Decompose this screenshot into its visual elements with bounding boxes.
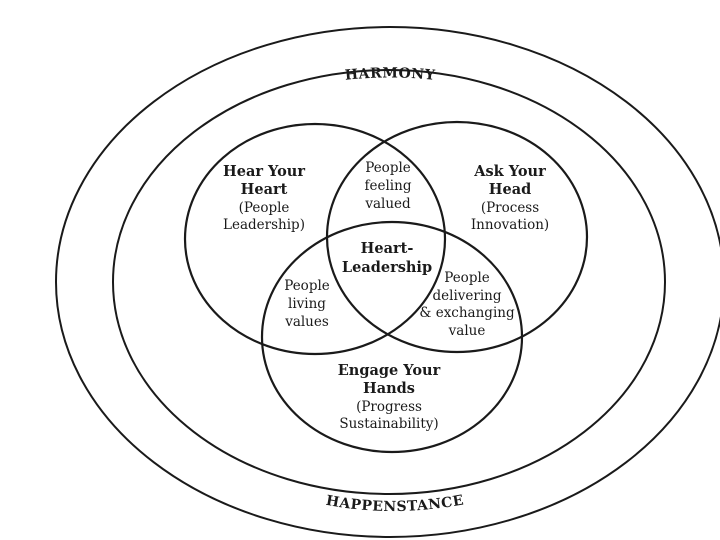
head-label: Ask Your Head (Process Innovation) — [471, 163, 549, 233]
svg-text:Heart-: Heart- — [361, 240, 414, 257]
svg-text:Heart: Heart — [241, 181, 288, 198]
svg-text:Hands: Hands — [363, 380, 415, 397]
inner-ring-harmony — [112, 69, 666, 495]
svg-text:Hear Your: Hear Your — [223, 163, 305, 180]
heart-label: Hear Your Heart (People Leadership) — [223, 163, 305, 233]
svg-text:Ask Your: Ask Your — [473, 163, 546, 180]
hands-label: Engage Your Hands (Progress Sustainabili… — [338, 362, 441, 432]
svg-text:delivering: delivering — [433, 288, 502, 304]
center-label: Heart- Leadership — [342, 240, 432, 276]
svg-text:Innovation): Innovation) — [471, 217, 549, 233]
harmony-label: HARMONY — [344, 65, 436, 83]
svg-text:& exchanging: & exchanging — [419, 305, 515, 321]
svg-text:(Process: (Process — [481, 200, 539, 216]
outer-ring-happenstance — [55, 26, 720, 538]
svg-text:Engage Your: Engage Your — [338, 362, 441, 379]
svg-text:valued: valued — [364, 196, 411, 212]
heart-hands-intersection-label: People living values — [284, 278, 330, 330]
svg-text:People: People — [444, 270, 490, 286]
happenstance-label: HAPPENSTANCE — [325, 492, 465, 515]
svg-text:living: living — [288, 296, 326, 312]
svg-text:value: value — [448, 323, 486, 339]
svg-text:feeling: feeling — [365, 178, 412, 194]
svg-text:Leadership: Leadership — [342, 259, 432, 276]
svg-text:(People: (People — [239, 200, 290, 216]
heart-head-intersection-label: People feeling valued — [364, 160, 411, 212]
head-hands-intersection-label: People delivering & exchanging value — [419, 270, 515, 339]
svg-text:People: People — [284, 278, 330, 294]
svg-text:People: People — [365, 160, 411, 176]
svg-text:Sustainability): Sustainability) — [339, 416, 438, 432]
svg-text:(Progress: (Progress — [356, 399, 422, 415]
circle-heart — [183, 122, 447, 356]
circle-hands — [260, 220, 524, 454]
svg-text:Leadership): Leadership) — [223, 217, 305, 233]
svg-text:values: values — [284, 314, 329, 330]
svg-text:Head: Head — [489, 181, 531, 198]
